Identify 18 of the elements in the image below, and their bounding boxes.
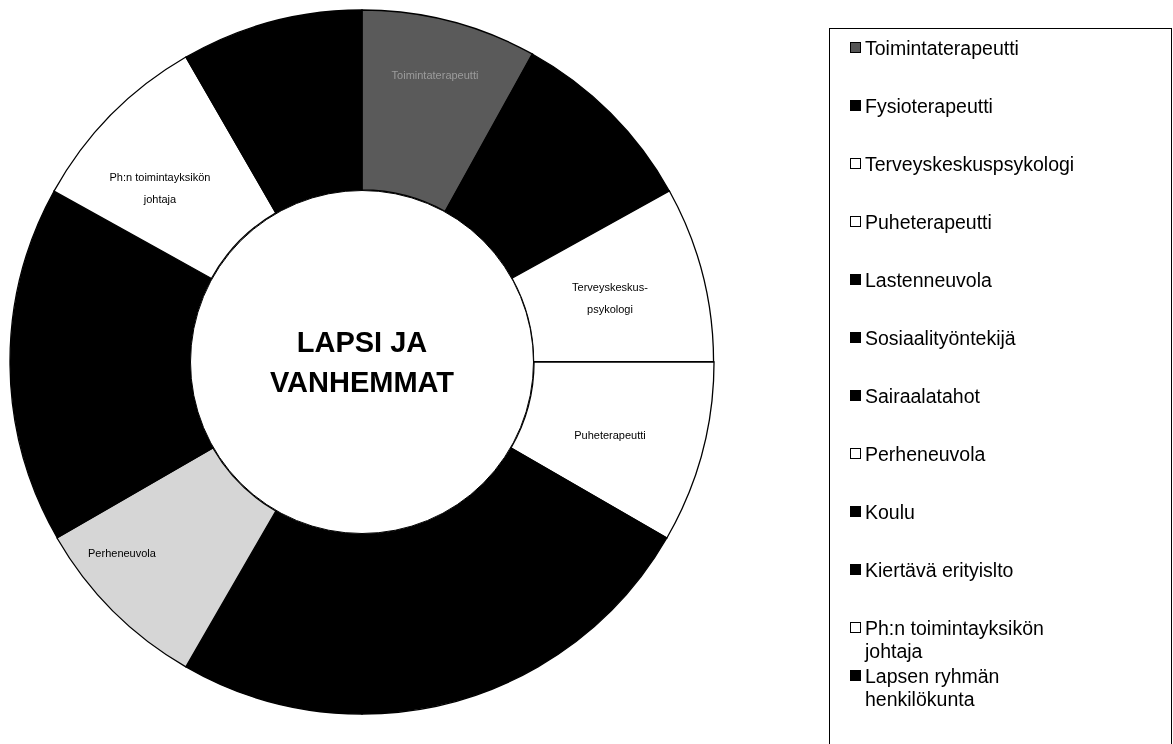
legend-label: Ph:n toimintayksikön johtaja: [865, 617, 1045, 663]
legend-label: Koulu: [865, 501, 915, 524]
legend-label: Kiertävä erityislto: [865, 559, 1014, 582]
legend-label: Perheneuvola: [865, 443, 986, 466]
segment-label: Puheterapeutti: [573, 428, 647, 443]
segment-label: Toimintaterapeutti: [390, 68, 480, 83]
legend-label: Puheterapeutti: [865, 211, 992, 234]
legend-label: Fysioterapeutti: [865, 95, 993, 118]
legend-label: Lastenneuvola: [865, 269, 992, 292]
center-title: LAPSI JA VANHEMMAT: [268, 325, 456, 400]
segment-label: Perheneuvola: [87, 546, 157, 561]
legend-label: Sairaalatahot: [865, 385, 980, 408]
legend-label: Terveyskeskuspsykologi: [865, 153, 1075, 176]
segment-label: Ph:n toimintayksikön johtaja: [108, 170, 212, 207]
legend-label: Toimintaterapeutti: [865, 37, 1019, 60]
legend-label: Sosiaalityöntekijä: [865, 327, 1016, 350]
segment-label: Terveyskeskus- psykologi: [571, 280, 649, 317]
legend-label: Lapsen ryhmän henkilökunta: [865, 665, 1001, 711]
